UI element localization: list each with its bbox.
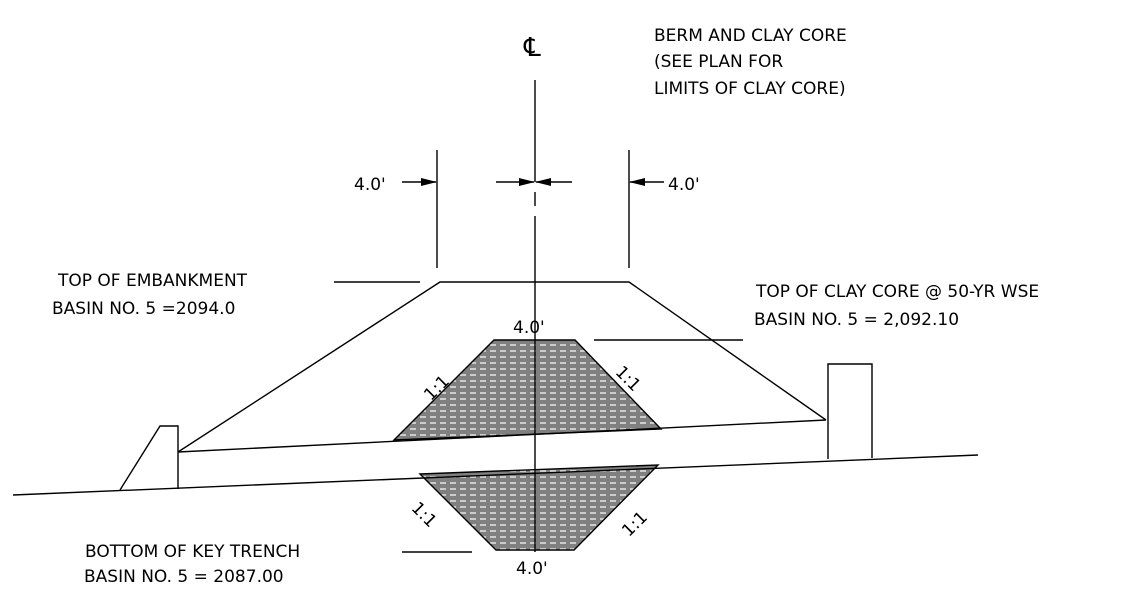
left-wall: [119, 425, 179, 491]
trench-bottom-width-label: 4.0': [516, 559, 548, 579]
centerline-symbol: ℄: [523, 33, 541, 63]
core-top-width-label: 4.0': [513, 318, 545, 338]
title-line-2: (SEE PLAN FOR: [654, 52, 783, 72]
title-line-3: LIMITS OF CLAY CORE): [654, 79, 846, 99]
slope-trench-right: 1:1: [618, 508, 651, 541]
clay-core-upper: [392, 339, 663, 441]
key-trench: [418, 464, 660, 551]
key-trench-callout-line-1: BOTTOM OF KEY TRENCH: [85, 542, 300, 562]
left-offset-label: 4.0': [354, 175, 386, 195]
right-offset-label: 4.0': [668, 175, 700, 195]
embankment-base-line: [177, 419, 827, 453]
clay-core-callout-line-1: TOP OF CLAY CORE @ 50-YR WSE: [755, 282, 1039, 302]
embankment-callout-line-2: BASIN NO. 5 =2094.0: [52, 299, 235, 319]
slope-trench-left: 1:1: [407, 498, 440, 531]
left-dim-arrowhead: [421, 178, 437, 186]
key-trench-callout-line-2: BASIN NO. 5 = 2087.00: [84, 567, 284, 587]
embankment-callout-line-1: TOP OF EMBANKMENT: [57, 271, 248, 291]
center-left-arrowhead: [519, 178, 535, 186]
center-right-arrowhead: [535, 178, 551, 186]
existing-ground-line: [12, 454, 979, 496]
right-wall: [827, 363, 873, 459]
title-line-1: BERM AND CLAY CORE: [654, 26, 847, 46]
clay-core-callout-line-2: BASIN NO. 5 = 2,092.10: [754, 310, 959, 330]
right-dim-arrowhead: [629, 178, 645, 186]
